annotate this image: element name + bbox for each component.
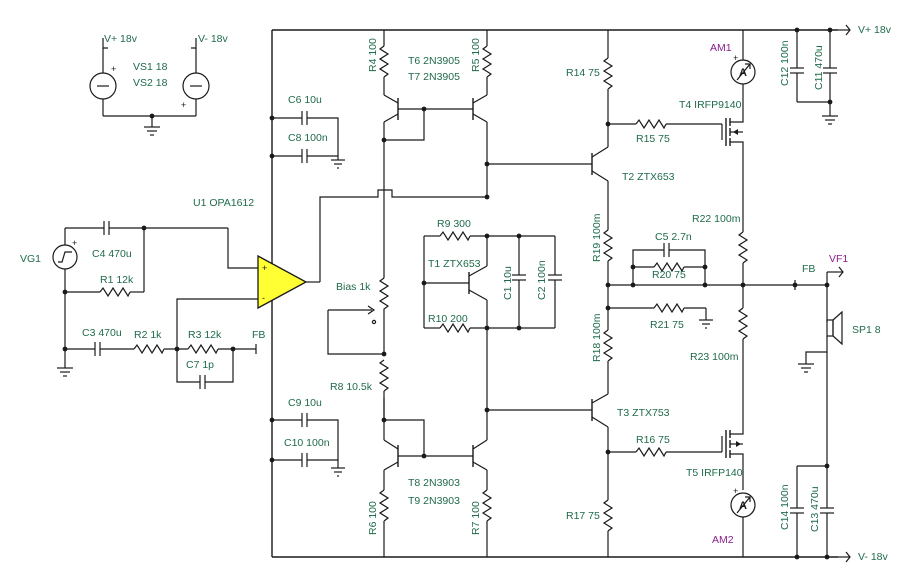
vminus-label: V- 18v (858, 551, 889, 563)
input-fb-label: FB (252, 329, 265, 341)
svg-text:+: + (72, 238, 77, 248)
opamp-u1 (257, 254, 308, 310)
t7-label: T7 2N3905 (408, 71, 460, 83)
speaker-output (792, 266, 844, 466)
vf1-label: VF1 (829, 253, 848, 265)
output-mosfets: + + (721, 30, 756, 557)
t9-label: T9 2N3903 (408, 495, 460, 507)
r17-label: R17 75 (566, 510, 600, 522)
am1-meter-symbol: A (739, 67, 747, 79)
c2-label: C2 100n (536, 260, 548, 300)
svg-text:+: + (733, 486, 738, 496)
sp1-label: SP1 8 (852, 324, 881, 336)
am2-label: AM2 (712, 534, 734, 546)
c1-label: C1 10u (502, 266, 514, 300)
t3-label: T3 ZTX753 (617, 407, 670, 419)
r20-label: R20 75 (652, 269, 686, 281)
c3-label: C3 470u (82, 327, 122, 339)
svg-text:+: + (733, 53, 738, 63)
c12-label: C12 100n (779, 40, 791, 86)
r15-label: R15 75 (636, 133, 670, 145)
c5-label: C5 2.7n (655, 231, 692, 243)
t1-label: T1 ZTX653 (428, 258, 481, 270)
input-stage: + (52, 189, 487, 389)
r6-label: R6 100 (367, 501, 379, 535)
r3-label: R3 12k (188, 329, 222, 341)
svg-text:+: + (111, 64, 116, 74)
output-decoupling (790, 27, 838, 560)
r18-label: R18 100m (591, 313, 603, 362)
t2-label: T2 ZTX653 (622, 171, 675, 183)
output-fb-label: FB (802, 263, 815, 275)
c9-label: C9 10u (288, 397, 322, 409)
r4-label: R4 100 (367, 38, 379, 72)
vs1-rail-label: V+ 18v (104, 33, 138, 45)
r5-label: R5 100 (470, 38, 482, 72)
r21-label: R21 75 (650, 319, 684, 331)
r16-label: R16 75 (636, 434, 670, 446)
r19-label: R19 100m (591, 213, 603, 262)
svg-text:-: - (262, 293, 265, 303)
c11-label: C11 470u (813, 45, 825, 90)
bias-network (327, 277, 390, 420)
t5-label: T5 IRFP140 (686, 467, 743, 479)
driver-stage (487, 30, 795, 557)
vplus-label: V+ 18v (858, 24, 892, 36)
vbe-multiplier (421, 161, 562, 413)
r10-label: R10 200 (428, 313, 468, 325)
u1-label: U1 OPA1612 (193, 197, 254, 209)
r23-label: R23 100m (690, 351, 739, 363)
r2-label: R2 1k (134, 329, 162, 341)
vg1-label: VG1 (20, 253, 41, 265)
r14-label: R14 75 (566, 67, 600, 79)
decoupling-caps (269, 111, 345, 477)
r22-label: R22 100m (692, 213, 741, 225)
current-mirrors (378, 30, 493, 557)
c6-label: C6 10u (288, 94, 322, 106)
t4-label: T4 IRFP9140 (679, 99, 742, 111)
supply-sources: + + (89, 38, 210, 136)
vs2-label: VS2 18 (133, 77, 168, 89)
vs1-label: VS1 18 (133, 61, 168, 73)
c13-label: C13 470u (809, 486, 821, 532)
t6-label: T6 2N3905 (408, 55, 460, 67)
r1-label: R1 12k (100, 274, 134, 286)
c8-label: C8 100n (288, 132, 328, 144)
bias-label: Bias 1k (336, 281, 371, 293)
am2-meter-symbol: A (739, 500, 747, 512)
svg-text:+: + (181, 100, 186, 110)
r8-label: R8 10.5k (330, 381, 373, 393)
c7-label: C7 1p (186, 359, 214, 371)
rails (271, 24, 851, 563)
am1-label: AM1 (710, 42, 732, 54)
c10-label: C10 100n (284, 437, 330, 449)
svg-text:+: + (262, 263, 267, 273)
c4-label: C4 470u (92, 248, 132, 260)
t8-label: T8 2N3903 (408, 477, 460, 489)
r9-label: R9 300 (437, 218, 471, 230)
c14-label: C14 100n (779, 484, 791, 530)
vs2-rail-label: V- 18v (198, 33, 229, 45)
r7-label: R7 100 (470, 501, 482, 535)
